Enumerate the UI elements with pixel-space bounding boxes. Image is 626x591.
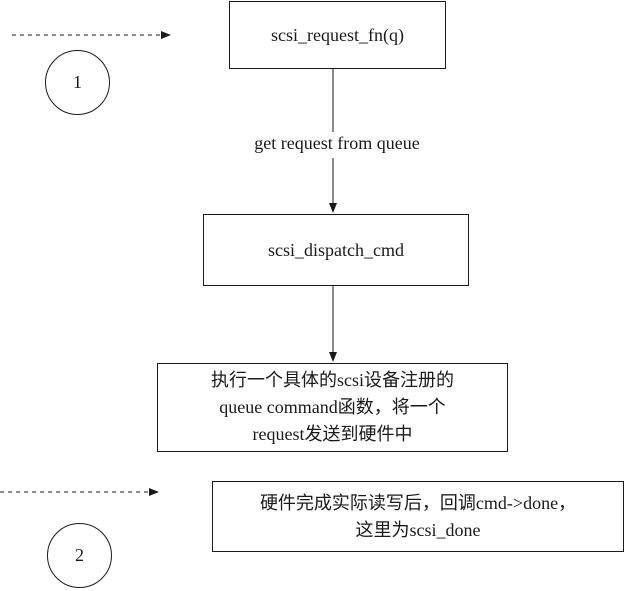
node-scsi-done: 硬件完成实际读写后，回调cmd->done， 这里为scsi_done <box>212 481 624 552</box>
step-marker-1-label: 1 <box>73 72 82 92</box>
node-scsi-request-fn: scsi_request_fn(q) <box>229 1 446 69</box>
node-queue-command: 执行一个具体的scsi设备注册的 queue command函数，将一个 req… <box>157 363 508 452</box>
node-scsi-dispatch-cmd-label: scsi_dispatch_cmd <box>268 239 404 260</box>
node-scsi-dispatch-cmd: scsi_dispatch_cmd <box>203 214 469 286</box>
node-queue-command-label: 执行一个具体的scsi设备注册的 queue command函数，将一个 req… <box>211 370 454 444</box>
node-scsi-request-fn-label: scsi_request_fn(q) <box>271 24 404 45</box>
step-marker-2: 2 <box>47 523 112 588</box>
edge-label-get-request: get request from queue <box>230 133 444 154</box>
step-marker-1: 1 <box>45 50 110 115</box>
step-marker-2-label: 2 <box>75 545 84 565</box>
node-scsi-done-label: 硬件完成实际读写后，回调cmd->done， 这里为scsi_done <box>259 493 577 540</box>
